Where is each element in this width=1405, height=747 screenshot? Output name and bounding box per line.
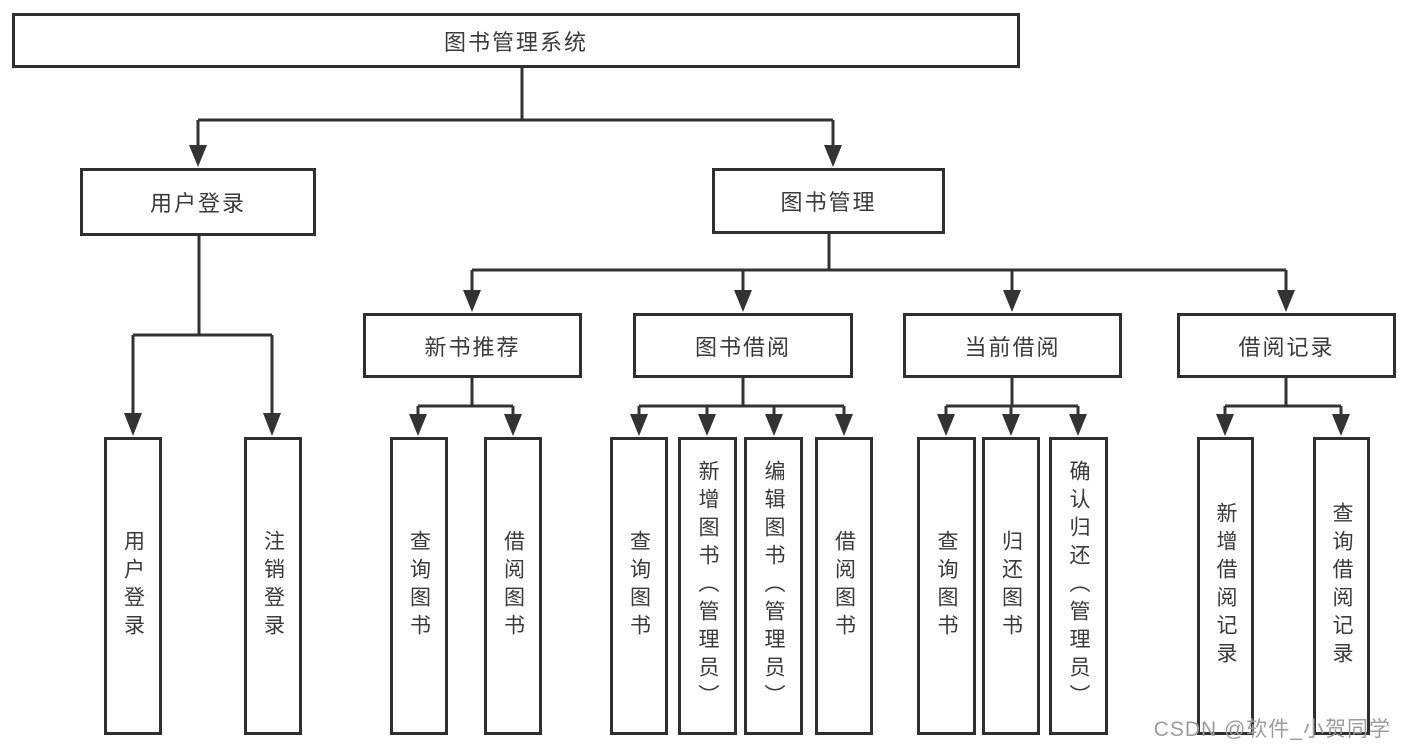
arrow-to-leaf-query-borrow-record (1332, 414, 1350, 436)
arrow-to-leaf-confirm-return (1069, 414, 1087, 436)
arrow-to-leaf-add-book (698, 414, 716, 436)
leaf-return-book: 归还图书 (982, 437, 1040, 735)
arrow-to-leaf-return-book (1002, 414, 1020, 436)
arrowheads (124, 145, 1350, 436)
wire-borrowing-records-children (1223, 378, 1343, 416)
leaf-query-borrow-record: 查询借阅记录 (1313, 437, 1370, 735)
node-library-system: 图书管理系统 (12, 13, 1020, 68)
arrow-to-leaf-query-books-1 (409, 414, 427, 436)
leaf-logout: 注销登录 (244, 437, 302, 735)
leaf-query-books-2: 查询图书 (610, 437, 668, 735)
leaf-user-login: 用户登录 (104, 437, 162, 735)
leaf-query-books-2-label: 查询图书 (627, 530, 651, 642)
node-library-system-label: 图书管理系统 (443, 29, 588, 55)
wire-root-to-level2 (196, 68, 835, 147)
arrow-to-book-borrowing (734, 290, 752, 312)
node-borrowing-records-label: 借阅记录 (1238, 334, 1335, 360)
csdn-watermark: CSDN @软件_小贺同学 (1153, 718, 1391, 741)
arrow-to-leaf-query-books-3 (937, 414, 955, 436)
node-borrowing-records: 借阅记录 (1177, 313, 1396, 378)
leaf-edit-book-admin: 编辑图书（管理员） (744, 437, 803, 735)
leaf-borrow-books-1-label: 借阅图书 (501, 530, 525, 642)
arrow-to-leaf-user-login (124, 413, 142, 436)
wire-user-login-children (131, 236, 274, 415)
arrow-to-leaf-edit-book (765, 414, 783, 436)
leaf-confirm-return-admin-label: 确认归还（管理员） (1067, 460, 1090, 712)
leaf-add-borrow-record: 新增借阅记录 (1197, 437, 1254, 735)
leaf-borrow-books-1: 借阅图书 (484, 437, 542, 735)
leaf-borrow-books-2-label: 借阅图书 (832, 530, 856, 642)
leaf-add-borrow-record-label: 新增借阅记录 (1214, 502, 1237, 670)
node-current-borrowing: 当前借阅 (903, 313, 1122, 378)
arrow-to-borrowing-records (1277, 290, 1295, 312)
wire-book-borrowing-children (637, 378, 846, 416)
leaf-user-login-label: 用户登录 (121, 530, 145, 642)
wire-new-book-children (416, 378, 515, 416)
leaf-confirm-return-admin: 确认归还（管理员） (1049, 437, 1108, 735)
leaf-return-book-label: 归还图书 (999, 530, 1023, 642)
node-book-management: 图书管理 (712, 168, 945, 234)
arrow-to-leaf-borrow-books-2 (835, 414, 853, 436)
node-book-borrowing-label: 图书借阅 (694, 334, 791, 360)
node-user-login-label: 用户登录 (149, 191, 246, 216)
arrow-to-leaf-add-borrow-record (1216, 414, 1234, 436)
leaf-query-books-3-label: 查询图书 (935, 530, 958, 642)
node-new-book-recommendation-label: 新书推荐 (424, 334, 521, 360)
leaf-query-books-3: 查询图书 (917, 437, 976, 735)
leaf-add-book-admin: 新增图书（管理员） (678, 437, 737, 735)
arrow-to-current-borrowing (1003, 290, 1021, 312)
arrow-to-user-login (189, 145, 207, 167)
wire-current-borrowing-children (944, 378, 1080, 416)
arrow-to-leaf-logout (263, 413, 281, 436)
arrow-to-leaf-borrow-books-1 (504, 414, 522, 436)
node-current-borrowing-label: 当前借阅 (964, 334, 1061, 360)
node-new-book-recommendation: 新书推荐 (363, 313, 582, 378)
arrow-to-new-book-recommendation (463, 290, 481, 312)
arrow-to-leaf-query-books-2 (630, 414, 648, 436)
leaf-query-books-1-label: 查询图书 (407, 530, 431, 642)
wire-book-management-children (470, 234, 1288, 292)
leaf-add-book-admin-label: 新增图书（管理员） (696, 460, 719, 712)
leaf-logout-label: 注销登录 (261, 530, 285, 642)
arrow-to-book-management (824, 145, 842, 167)
leaf-borrow-books-2: 借阅图书 (815, 437, 873, 735)
node-user-login: 用户登录 (80, 168, 316, 236)
node-book-management-label: 图书管理 (780, 190, 877, 215)
leaf-edit-book-admin-label: 编辑图书（管理员） (762, 460, 785, 712)
node-book-borrowing: 图书借阅 (633, 313, 853, 378)
leaf-query-books-1: 查询图书 (390, 437, 448, 735)
leaf-query-borrow-record-label: 查询借阅记录 (1330, 502, 1353, 670)
